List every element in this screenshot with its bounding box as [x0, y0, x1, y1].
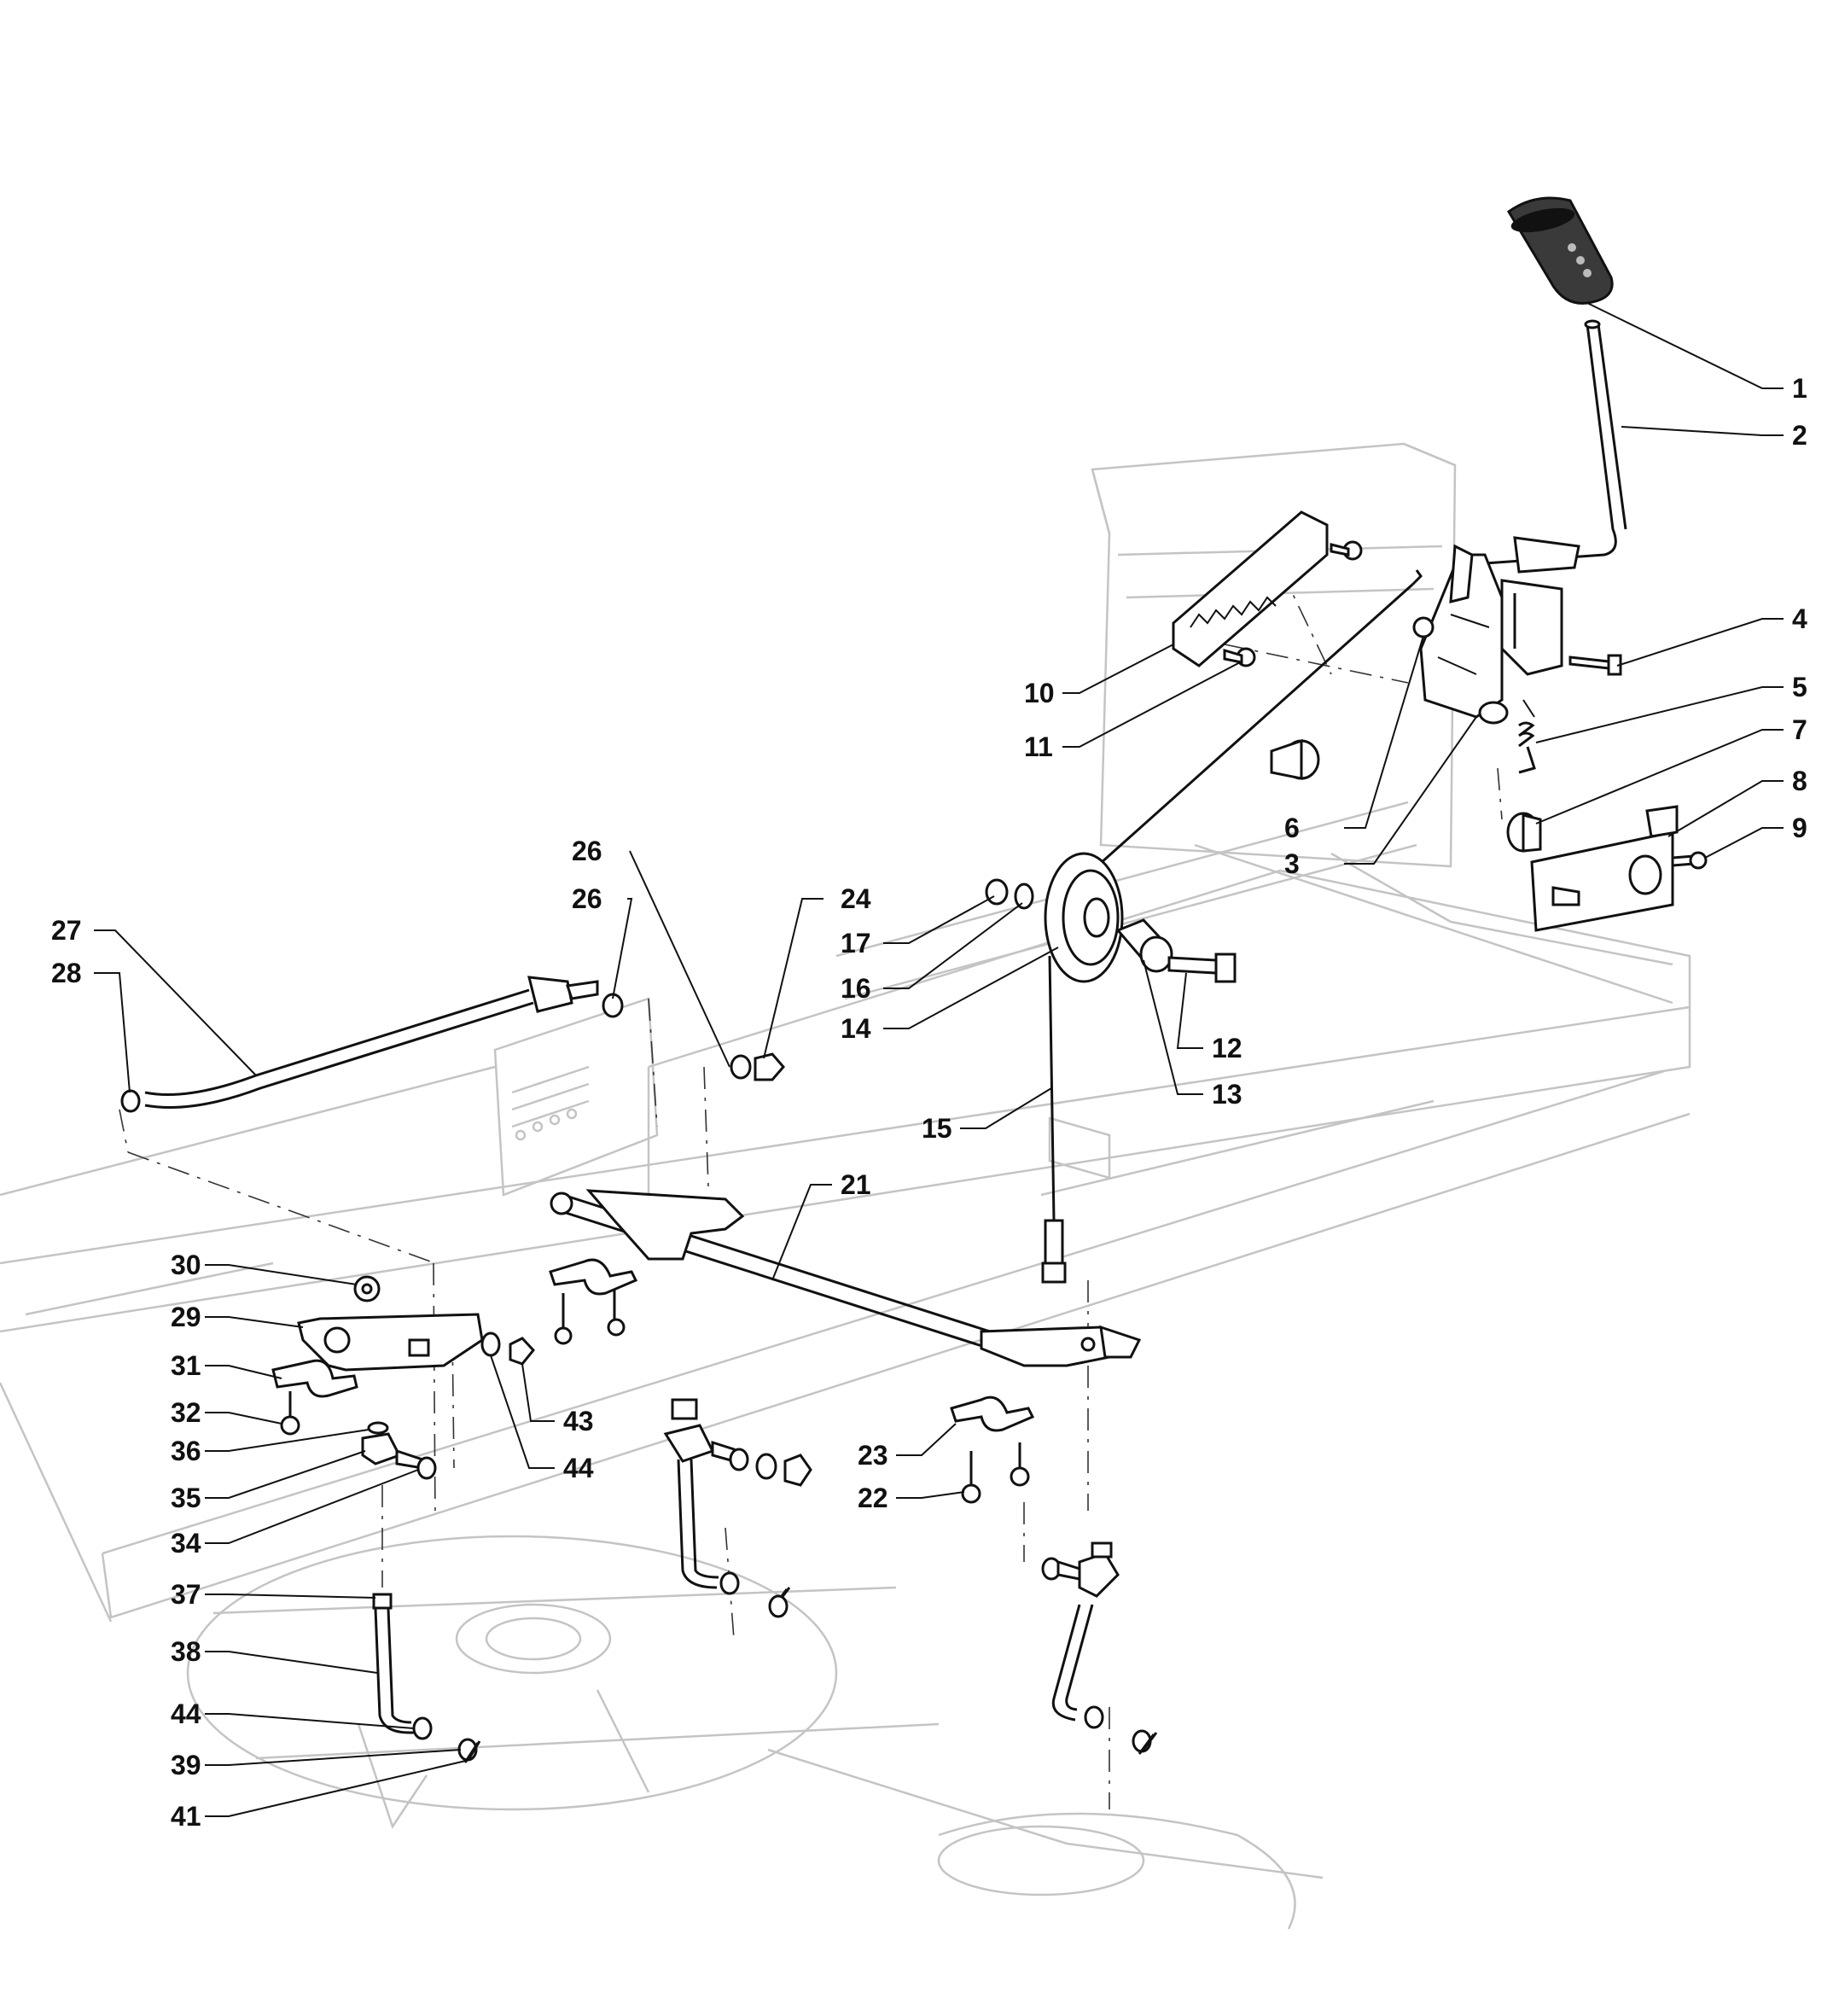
callout-28: 28 [51, 958, 82, 988]
callout-4: 4 [1792, 603, 1807, 634]
washers-16-17 [985, 878, 1034, 910]
spacer-13 [1115, 918, 1173, 973]
callout-14: 14 [841, 1013, 871, 1044]
spring-5 [1518, 699, 1536, 774]
assembly-guide-lines [119, 567, 1503, 1809]
screw-9 [1671, 851, 1708, 870]
screw-32 [280, 1391, 300, 1436]
screw-4 [1568, 654, 1622, 676]
callout-8: 8 [1792, 766, 1807, 796]
callout-38: 38 [171, 1636, 201, 1667]
clamp-31 [271, 1359, 358, 1398]
washer-44-a [480, 1331, 501, 1357]
swivel-36 [367, 1421, 389, 1435]
control-cable-15 [1041, 569, 1423, 1284]
nut-6 [1412, 616, 1435, 638]
callout-34: 34 [171, 1528, 201, 1559]
nut-24 [754, 1052, 785, 1081]
callout-21: 21 [841, 1169, 871, 1200]
bushing-7 [1506, 812, 1542, 853]
washer-28 [120, 1089, 141, 1113]
callout-32: 32 [171, 1397, 201, 1428]
callout-1: 1 [1792, 373, 1807, 404]
callout-17: 17 [841, 928, 871, 958]
clip-39-41 [457, 1738, 481, 1763]
leader-lines [94, 302, 1784, 1817]
lever-rod [1484, 319, 1627, 676]
callout-31: 31 [171, 1350, 201, 1381]
callout-37: 37 [171, 1579, 201, 1610]
callout-27: 27 [51, 915, 82, 946]
callout-26-b: 26 [572, 883, 602, 914]
screw-plate-top [1330, 540, 1363, 561]
callout-41: 41 [171, 1801, 201, 1832]
cross-shaft-21 [550, 1189, 1142, 1367]
callout-15: 15 [922, 1113, 952, 1144]
washer-44-b [412, 1716, 433, 1740]
screw-22 [961, 1442, 1030, 1504]
callout-labels: 1 2 4 5 7 8 9 6 3 10 11 26 26 24 17 16 1… [51, 373, 1807, 1832]
clamp-bracket-23 [950, 1395, 1035, 1432]
right-rod-assembly [1041, 1541, 1158, 1755]
callout-29: 29 [171, 1302, 201, 1332]
rod-27 [144, 976, 599, 1109]
quadrant-bracket [1419, 544, 1509, 725]
callout-24: 24 [841, 883, 871, 914]
callout-35: 35 [171, 1483, 201, 1513]
callout-9: 9 [1792, 813, 1807, 843]
callout-3: 3 [1284, 848, 1300, 879]
callout-10: 10 [1024, 678, 1055, 708]
callout-13: 13 [1212, 1079, 1242, 1110]
callout-6: 6 [1284, 813, 1300, 843]
housing-bushing [1270, 738, 1320, 780]
lever-grip [1507, 196, 1614, 305]
callout-44-b: 44 [171, 1698, 201, 1729]
callout-30: 30 [171, 1250, 201, 1280]
callout-26-a: 26 [572, 836, 602, 866]
bracket-8 [1530, 805, 1679, 932]
callout-36: 36 [171, 1436, 201, 1466]
callout-16: 16 [841, 973, 871, 1004]
swivel-35 [361, 1432, 424, 1470]
rod-38 [372, 1593, 418, 1734]
nut-43 [509, 1337, 535, 1366]
clamp-bracket-left [549, 1258, 638, 1345]
center-rod-assembly [663, 1398, 812, 1618]
callout-39: 39 [171, 1750, 201, 1780]
callout-43: 43 [563, 1406, 594, 1436]
arm-bracket-29 [297, 1313, 484, 1372]
notched-plate-10 [1172, 510, 1329, 667]
callout-7: 7 [1792, 714, 1807, 745]
callout-11: 11 [1024, 731, 1053, 762]
callout-44-a: 44 [563, 1453, 594, 1483]
bolt-12 [1167, 953, 1237, 983]
callout-12: 12 [1212, 1033, 1242, 1063]
callout-22: 22 [858, 1483, 888, 1513]
callout-5: 5 [1792, 672, 1807, 702]
washer-34 [416, 1456, 437, 1480]
star-washer-30 [353, 1275, 381, 1302]
pulley-14 [1044, 852, 1124, 983]
callout-2: 2 [1792, 420, 1807, 451]
washer-26-a [730, 1054, 752, 1080]
callout-23: 23 [858, 1440, 888, 1471]
